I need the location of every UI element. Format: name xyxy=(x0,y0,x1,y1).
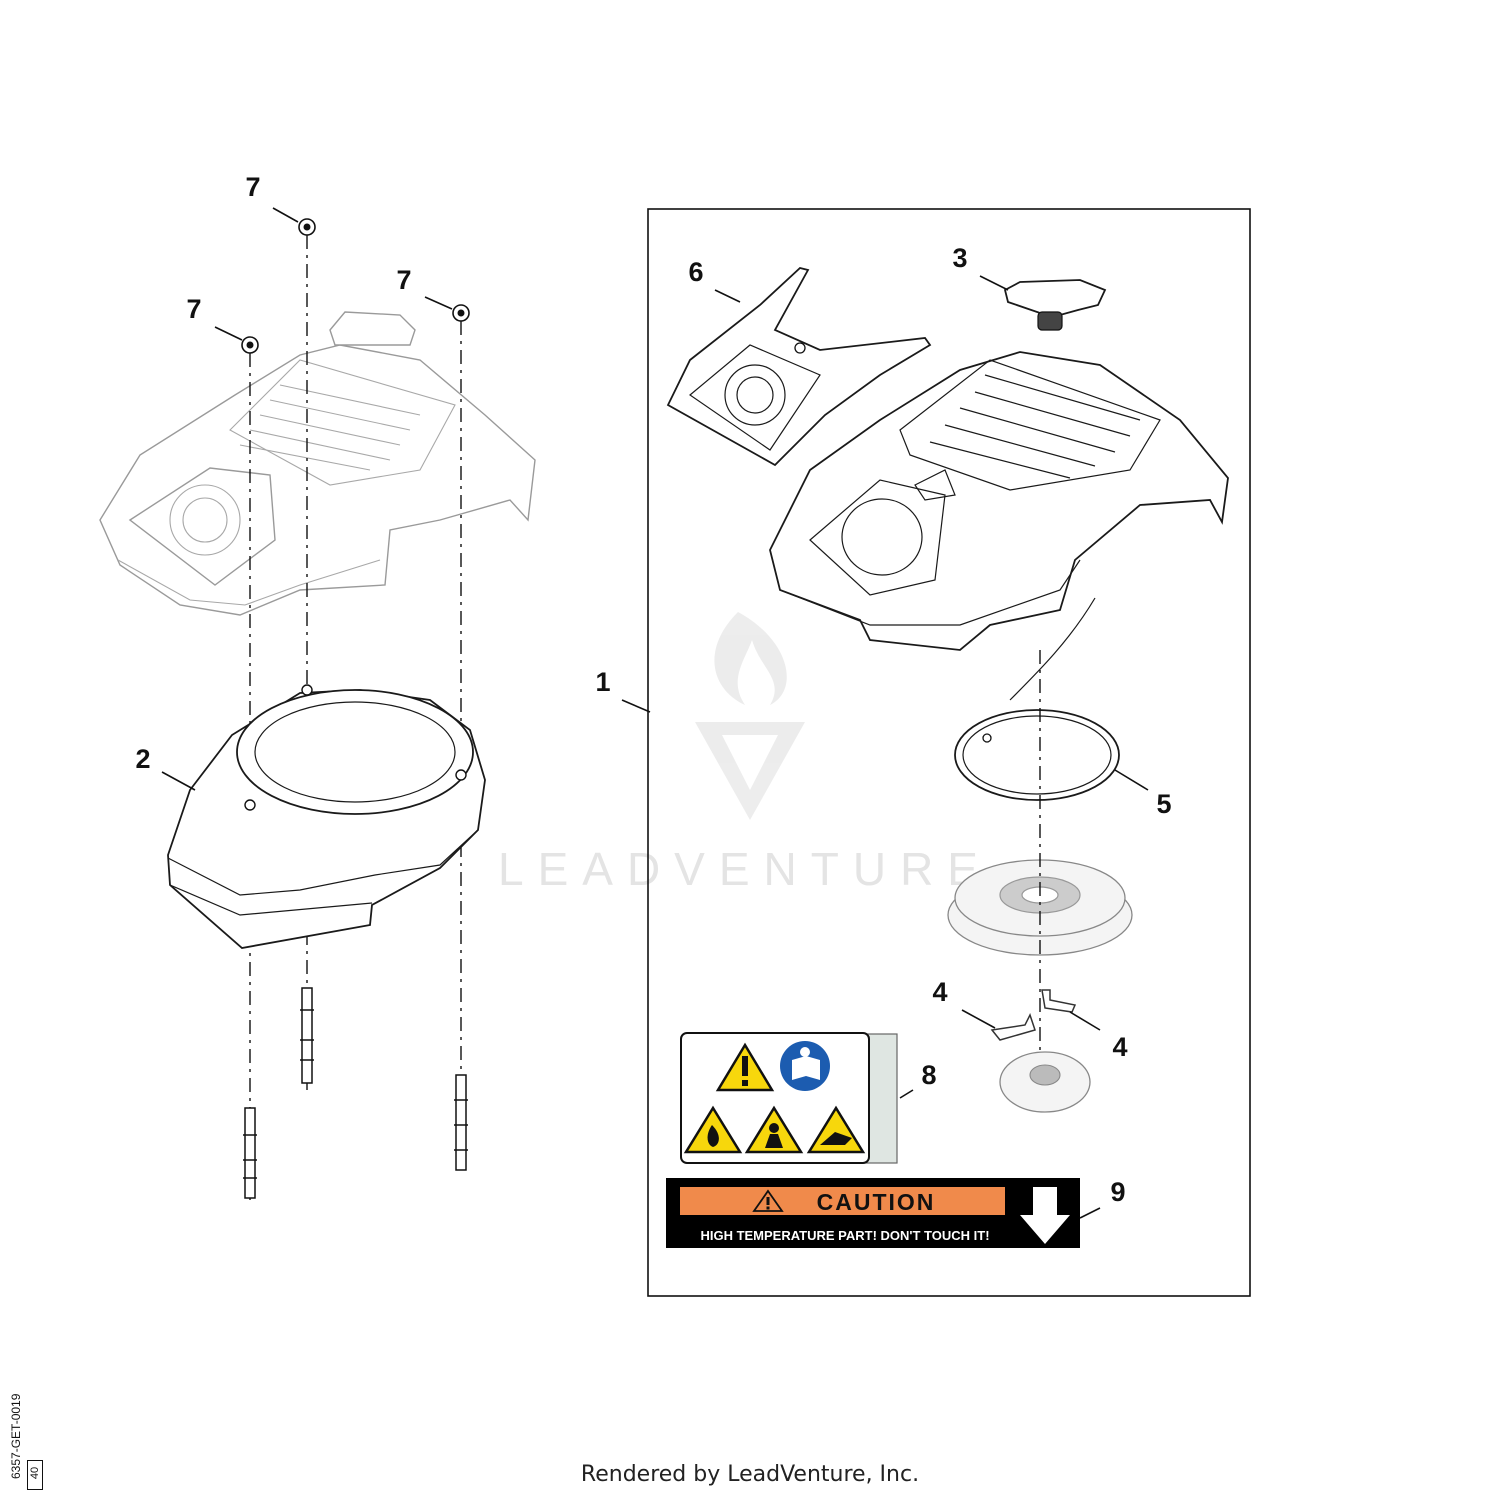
callout-2: 2 xyxy=(135,744,150,774)
safety-pictogram-label xyxy=(680,1032,898,1164)
callout-7-left: 7 xyxy=(186,294,201,324)
person-hazard-icon xyxy=(744,1105,804,1154)
footer-credit: Rendered by LeadVenture, Inc. xyxy=(580,1462,920,1487)
nut-middle-left xyxy=(241,336,259,354)
ratchet-pawl-left xyxy=(990,1013,1036,1041)
caution-label: CAUTION HIGH TEMPERATURE PART! DON'T TOU… xyxy=(666,1178,1080,1248)
callout-5: 5 xyxy=(1156,789,1171,819)
caution-message: HIGH TEMPERATURE PART! DON'T TOUCH IT! xyxy=(700,1228,989,1243)
fire-hazard-icon xyxy=(683,1105,743,1154)
callout-4-right: 4 xyxy=(1112,1032,1127,1062)
warning-triangle-icon xyxy=(715,1042,775,1092)
fan-shroud xyxy=(167,684,486,949)
callout-7-right: 7 xyxy=(396,265,411,295)
nut-middle-right xyxy=(452,304,470,322)
down-arrow-icon xyxy=(1020,1187,1070,1244)
starter-rope-and-spring xyxy=(954,597,1120,801)
callout-6: 6 xyxy=(688,257,703,287)
kit-boundary-box xyxy=(647,208,1251,1297)
ratchet-pawl-right xyxy=(1041,989,1077,1013)
watermark-logo xyxy=(695,612,805,820)
callout-9: 9 xyxy=(1110,1177,1125,1207)
caution-warning-icon xyxy=(752,1189,784,1212)
recoil-pull-handle xyxy=(1003,279,1107,331)
nut-top xyxy=(298,218,316,236)
read-manual-icon xyxy=(780,1041,830,1091)
stud-bolt-middle xyxy=(300,987,314,1084)
hand-hazard-icon xyxy=(806,1105,866,1154)
cover-plate xyxy=(666,267,932,467)
callout-7-top: 7 xyxy=(245,172,260,202)
fan-cover-assembly-ghost xyxy=(99,311,536,616)
ratchet-plate xyxy=(999,1051,1091,1113)
starter-housing xyxy=(769,351,1229,651)
stud-bolt-right xyxy=(454,1074,468,1171)
document-revision-box: 40 xyxy=(27,1460,43,1490)
watermark-text: LEADVENTURE xyxy=(498,843,992,895)
callout-8: 8 xyxy=(921,1060,936,1090)
leader-lines xyxy=(161,207,1149,1219)
callout-1: 1 xyxy=(595,667,610,697)
caution-heading: CAUTION xyxy=(817,1189,936,1215)
callout-3: 3 xyxy=(952,243,967,273)
callout-4-left: 4 xyxy=(932,977,947,1007)
stud-bolt-left xyxy=(243,1107,257,1199)
